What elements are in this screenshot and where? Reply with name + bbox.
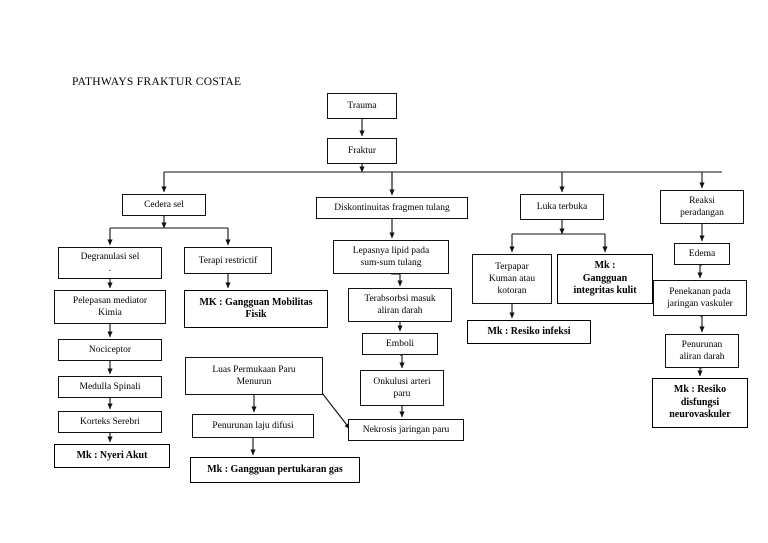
node-mk-resiko-disfungsi-neurovaskuler[interactable]: Mk : Resiko disfungsi neurovaskuler <box>652 378 748 428</box>
node-label: Edema <box>688 249 716 259</box>
node-degranulasi-sel[interactable]: Degranulasi sel . <box>58 247 162 279</box>
node-cedera-sel[interactable]: Cedera sel <box>122 194 206 216</box>
node-fraktur[interactable]: Fraktur <box>327 138 397 164</box>
node-label: Luka terbuka <box>536 202 588 212</box>
node-mk-gangguan-mobilitas-fisik[interactable]: MK : Gangguan Mobilitas Fisik <box>184 290 328 328</box>
node-label: Mk : Gangguan pertukaran gas <box>207 463 343 475</box>
node-mk-gangguan-pertukaran-gas[interactable]: Mk : Gangguan pertukaran gas <box>190 457 360 483</box>
node-diskontinuitas-fragmen-tulang[interactable]: Diskontinuitas fragmen tulang <box>316 197 468 219</box>
node-label: Mk : Gangguan integritas kulit <box>573 260 637 297</box>
node-luka-terbuka[interactable]: Luka terbuka <box>520 194 604 220</box>
node-label: Onkulusi arteri paru <box>373 377 431 399</box>
node-label: Terapi restrictif <box>198 255 258 266</box>
node-label: Penurunan aliran darah <box>679 340 725 362</box>
node-label: Penekanan pada jaringan vaskuler <box>667 287 733 309</box>
node-emboli[interactable]: Emboli <box>362 333 438 355</box>
node-penurunan-aliran-darah[interactable]: Penurunan aliran darah <box>665 334 739 368</box>
node-label: Mk : Resiko infeksi <box>487 325 571 337</box>
node-label: Trauma <box>347 101 377 111</box>
node-label: Medulla Spinali <box>79 382 141 392</box>
node-medulla-spinali[interactable]: Medulla Spinali <box>58 376 162 398</box>
node-nekrosis-jaringan-paru[interactable]: Nekrosis jaringan paru <box>348 419 464 441</box>
node-mk-gangguan-integritas-kulit[interactable]: Mk : Gangguan integritas kulit <box>557 254 653 304</box>
node-penekanan-jaringan-vaskuler[interactable]: Penekanan pada jaringan vaskuler <box>653 280 747 316</box>
node-label: Nociceptor <box>88 345 132 355</box>
node-label: Terpapar Kuman atau kotoran <box>488 262 536 296</box>
node-label: MK : Gangguan Mobilitas Fisik <box>199 296 313 321</box>
node-terpapar-kuman[interactable]: Terpapar Kuman atau kotoran <box>472 254 552 304</box>
node-label: Reaksi peradangan <box>680 196 724 218</box>
node-label: Emboli <box>386 339 414 349</box>
node-label: Mk : Nyeri Akut <box>76 449 148 461</box>
node-label: Cedera sel <box>144 200 184 210</box>
node-label: Mk : Resiko disfungsi neurovaskuler <box>669 384 731 421</box>
node-label: Korteks Serebri <box>80 417 140 427</box>
node-onkulusi-arteri-paru[interactable]: Onkulusi arteri paru <box>360 370 444 406</box>
node-mk-resiko-infeksi[interactable]: Mk : Resiko infeksi <box>467 320 591 344</box>
node-reaksi-peradangan[interactable]: Reaksi peradangan <box>660 190 744 224</box>
node-pelepasan-mediator-kimia[interactable]: Pelepasan mediator Kimia <box>54 290 166 324</box>
node-nociceptor[interactable]: Nociceptor <box>58 339 162 361</box>
node-penurunan-laju-difusi[interactable]: Penurunan laju difusi <box>192 414 314 438</box>
node-terabsorbsi-aliran-darah[interactable]: Terabsorbsi masuk aliran darah <box>348 288 452 322</box>
node-label: Terabsorbsi masuk aliran darah <box>364 294 436 316</box>
node-label: Luas Permukaan Paru Menurun <box>212 365 296 387</box>
page-title: PATHWAYS FRAKTUR COSTAE <box>72 76 242 88</box>
node-label: Penurunan laju difusi <box>212 421 294 431</box>
node-label: Pelepasan mediator Kimia <box>72 296 148 318</box>
node-label: Lepasnya lipid pada sum-sum tulang <box>352 246 430 268</box>
node-label: Degranulasi sel . <box>80 252 140 274</box>
node-trauma[interactable]: Trauma <box>327 93 397 119</box>
node-korteks-serebri[interactable]: Korteks Serebri <box>58 411 162 433</box>
node-label: Nekrosis jaringan paru <box>362 425 450 435</box>
node-label: Diskontinuitas fragmen tulang <box>334 203 450 213</box>
node-luas-permukaan-paru-menurun[interactable]: Luas Permukaan Paru Menurun <box>185 357 323 395</box>
node-edema[interactable]: Edema <box>674 243 730 265</box>
node-label: Fraktur <box>348 146 376 156</box>
node-terapi-restrictif[interactable]: Terapi restrictif <box>184 247 272 274</box>
node-lepasnya-lipid[interactable]: Lepasnya lipid pada sum-sum tulang <box>333 240 449 274</box>
node-mk-nyeri-akut[interactable]: Mk : Nyeri Akut <box>54 444 170 468</box>
